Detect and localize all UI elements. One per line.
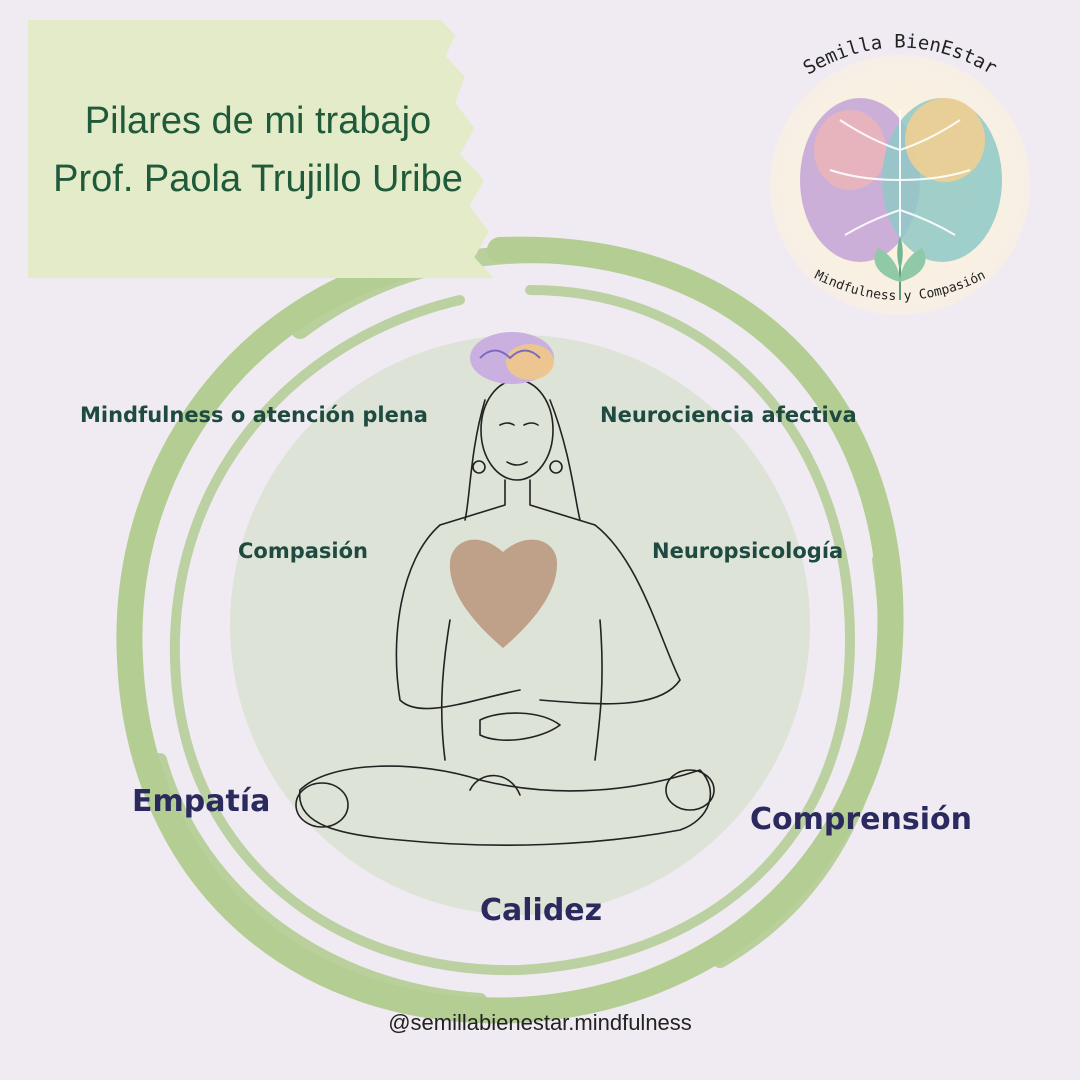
- title-line-2: Prof. Paola Trujillo Uribe: [53, 158, 463, 200]
- pillar-neurociencia: Neurociencia afectiva: [600, 403, 857, 427]
- heart-illustration: [449, 539, 558, 648]
- meditating-figure-illustration: [295, 379, 715, 847]
- pillar-empatia: Empatía: [132, 784, 271, 819]
- sprout-icon: [874, 235, 926, 300]
- head-brain-illustration: [470, 332, 554, 384]
- semilla-bienestar-logo: Semilla BienEstar Mindfulness y Compasió…: [770, 31, 1030, 315]
- social-handle: @semillabienestar.mindfulness: [388, 1010, 692, 1035]
- pillar-neuropsicologia: Neuropsicología: [652, 539, 844, 563]
- pillar-calidez: Calidez: [480, 893, 603, 928]
- title-card: [28, 20, 494, 278]
- pillar-mindfulness: Mindfulness o atención plena: [80, 403, 428, 427]
- pillar-comprension: Comprensión: [750, 802, 972, 837]
- title-line-1: Pilares de mi trabajo: [84, 100, 432, 142]
- pillar-compasion: Compasión: [238, 539, 368, 563]
